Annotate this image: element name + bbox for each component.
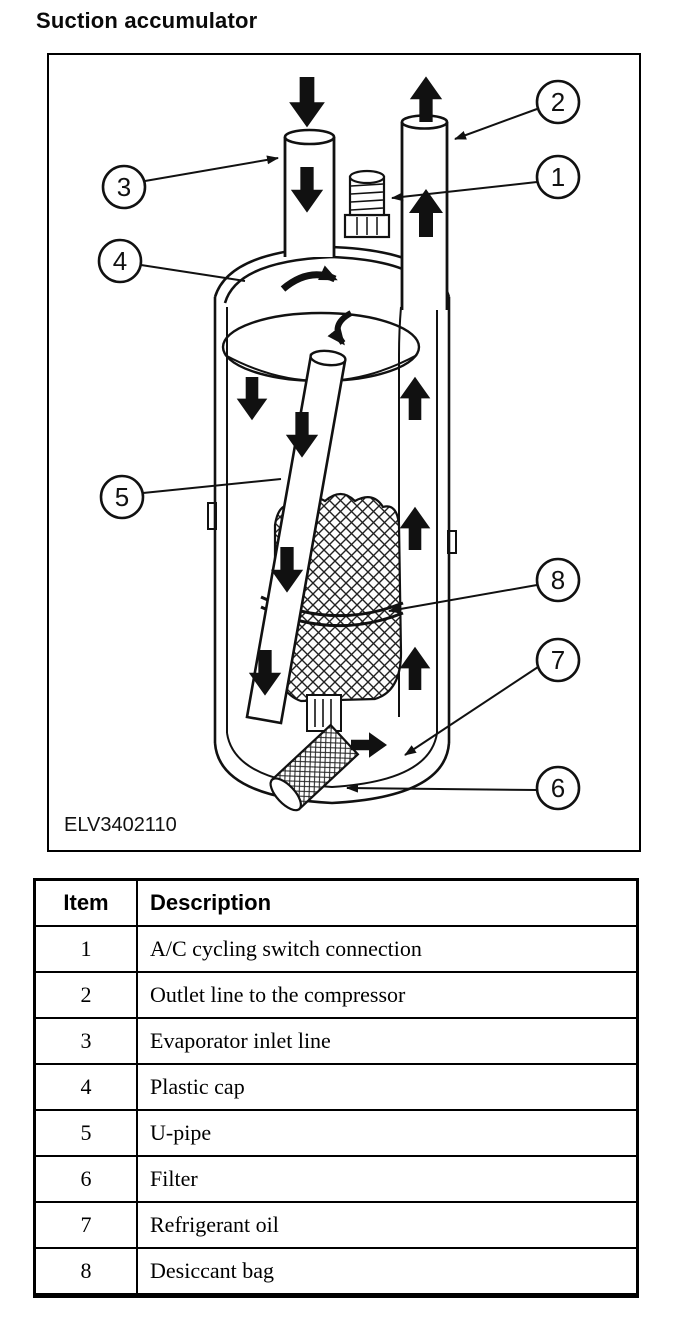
callout-circle	[535, 765, 581, 811]
swirl-arrow	[280, 265, 338, 292]
callout-circle	[535, 557, 581, 603]
callout-circle	[97, 238, 143, 284]
item-cell: 6	[33, 1155, 138, 1203]
figure-code: ELV3402110	[64, 814, 177, 836]
table-header-row: Item Description	[33, 878, 639, 927]
cycling-switch-fitting	[343, 169, 391, 239]
item-column-header: Item	[33, 878, 138, 927]
callout-3: 3	[101, 155, 279, 210]
item-cell: 7	[33, 1201, 138, 1249]
callout-leader	[346, 783, 538, 793]
item-cell: 8	[33, 1247, 138, 1297]
callout-1: 1	[391, 154, 581, 202]
filter	[269, 694, 360, 812]
callout-2: 2	[454, 79, 581, 140]
callout-leader	[391, 181, 538, 202]
callout-circle	[101, 164, 147, 210]
table-row: 1 A/C cycling switch connection	[33, 925, 639, 973]
callout-number: 4	[113, 246, 127, 276]
callout-leader	[142, 478, 282, 494]
outlet-pipe	[400, 114, 449, 310]
callout-8: 8	[388, 557, 581, 614]
flow-arrows	[236, 76, 443, 758]
callout-leader	[140, 264, 246, 282]
table-row: 3 Evaporator inlet line	[33, 1017, 639, 1065]
item-cell: 3	[33, 1017, 138, 1065]
callout-circle	[99, 474, 145, 520]
description-cell: Evaporator inlet line	[136, 1017, 639, 1065]
table-row: 4 Plastic cap	[33, 1063, 639, 1111]
callout-6: 6	[346, 765, 581, 811]
callout-leader	[388, 584, 538, 614]
description-cell: A/C cycling switch connection	[136, 925, 639, 973]
description-cell: Outlet line to the compressor	[136, 971, 639, 1019]
callout-4: 4	[97, 238, 246, 284]
description-cell: U-pipe	[136, 1109, 639, 1157]
callout-number: 8	[551, 565, 565, 595]
description-cell: Refrigerant oil	[136, 1201, 639, 1249]
callout-number: 1	[551, 162, 565, 192]
description-cell: Filter	[136, 1155, 639, 1203]
description-cell: Desiccant bag	[136, 1247, 639, 1297]
callout-leader	[144, 155, 279, 182]
page-title: Suction accumulator	[36, 8, 258, 33]
u-pipe	[245, 349, 347, 725]
callout-leader	[404, 666, 539, 756]
parts-table: Item Description 1 A/C cycling switch co…	[33, 878, 639, 1298]
callout-circle	[535, 79, 581, 125]
table-row: 5 U-pipe	[33, 1109, 639, 1157]
callout-number: 3	[117, 172, 131, 202]
table-row: 7 Refrigerant oil	[33, 1201, 639, 1249]
accumulator-diagram: 2 1 3 4	[64, 76, 581, 836]
callout-circle	[535, 637, 581, 683]
table-row: 6 Filter	[33, 1155, 639, 1203]
callout-number: 6	[551, 773, 565, 803]
callout-number: 7	[551, 645, 565, 675]
swirl-arrow	[327, 310, 353, 346]
callout-number: 5	[115, 482, 129, 512]
callout-7: 7	[404, 637, 581, 756]
figure-panel: 2 1 3 4	[47, 53, 641, 852]
description-cell: Plastic cap	[136, 1063, 639, 1111]
item-cell: 1	[33, 925, 138, 973]
callout-5: 5	[99, 474, 282, 520]
callout-circle	[535, 154, 581, 200]
callout-leader	[454, 108, 538, 140]
item-cell: 2	[33, 971, 138, 1019]
description-column-header: Description	[136, 878, 639, 927]
item-cell: 4	[33, 1063, 138, 1111]
table-row: 8 Desiccant bag	[33, 1247, 639, 1297]
item-cell: 5	[33, 1109, 138, 1157]
callout-number: 2	[551, 87, 565, 117]
table-row: 2 Outlet line to the compressor	[33, 971, 639, 1019]
